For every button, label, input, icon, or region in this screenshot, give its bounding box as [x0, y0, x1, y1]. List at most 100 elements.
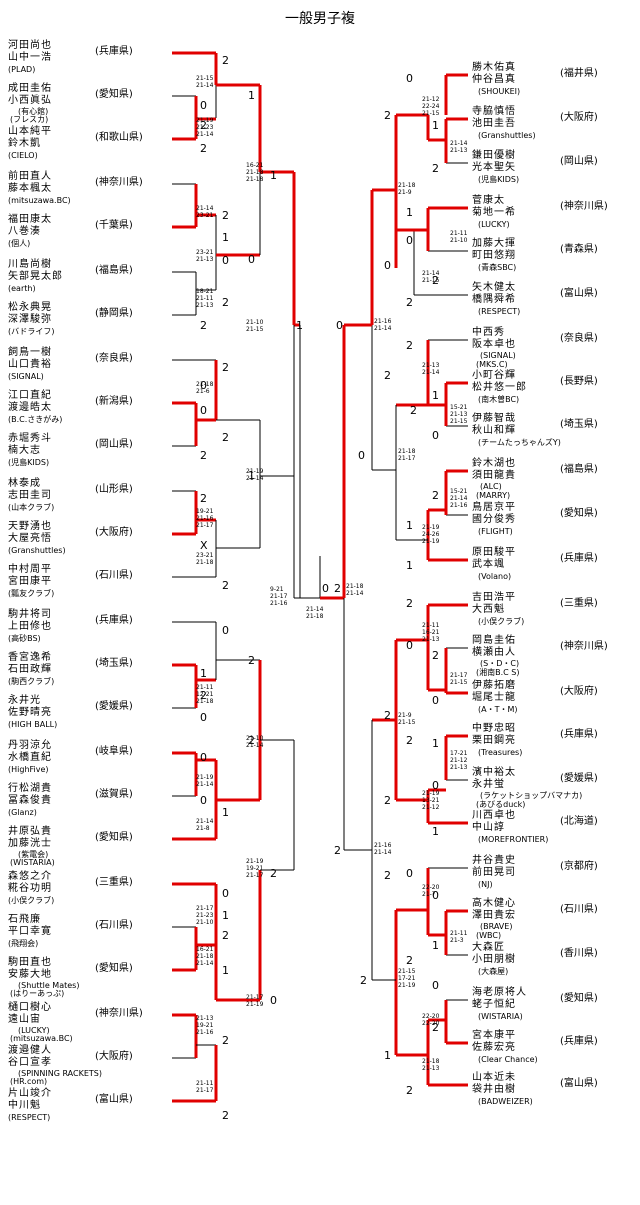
prefecture-label: (和歌山県) [95, 132, 143, 143]
match-result: 1 [296, 319, 303, 332]
match-result: 0 [222, 887, 229, 900]
match-result: X [200, 539, 208, 552]
player-name: 海老原将人 [472, 987, 527, 998]
prefecture-label: (石川県) [560, 904, 598, 915]
player-name: 渡邊皓太 [8, 402, 52, 413]
player-name: 深澤駿弥 [8, 314, 52, 325]
match-result: 1 [200, 667, 207, 680]
player-name: 須田龍貴 [472, 470, 516, 481]
match-result: 2 [248, 734, 255, 747]
match-result: 1 [406, 559, 413, 572]
prefecture-label: (神奈川県) [560, 201, 608, 212]
game-score: 22-20 21-7 [422, 884, 440, 898]
player-name: 冨森俊貴 [8, 795, 52, 806]
prefecture-label: (長野県) [560, 376, 598, 387]
prefecture-label: (新潟県) [95, 396, 133, 407]
match-result: 1 [248, 469, 255, 482]
player-name: 井原弘貴 [8, 826, 52, 837]
match-result: 2 [384, 369, 391, 382]
player-name: 佐藤宏亮 [472, 1042, 516, 1053]
club-name: (RESPECT) [8, 1113, 51, 1122]
player-name: 仲谷昌真 [472, 74, 516, 85]
player-name: 高木健心 [472, 898, 516, 909]
club-name: (Granshuttles) [478, 131, 536, 140]
club-name: (Glanz) [8, 808, 37, 817]
player-name: 加藤洸士 [8, 838, 52, 849]
club-name: (小俣クラブ) [8, 896, 55, 905]
game-score: 21-11 21-10 [450, 230, 468, 244]
club-name: (Clear Chance) [478, 1055, 538, 1064]
club-name: (PLAD) [8, 65, 36, 74]
club-name: (MKS.C) [476, 360, 508, 369]
prefecture-label: (大阪府) [95, 527, 133, 538]
game-score: 21-11 21-17 [196, 1080, 214, 1094]
player-name: 原田駿平 [472, 547, 516, 558]
match-result: 1 [432, 939, 439, 952]
prefecture-label: (静岡県) [95, 308, 133, 319]
game-score: 21-19 21-23 21-14 [196, 117, 214, 138]
match-result: 0 [200, 751, 207, 764]
page-title: 一般男子複 [285, 11, 355, 27]
prefecture-label: (京都府) [560, 861, 598, 872]
player-name: 中山諄 [472, 822, 505, 833]
game-score: 19-21 21-16 21-17 [196, 508, 214, 529]
club-name: (Shuttle Mates) [18, 981, 80, 990]
match-result: 0 [200, 379, 207, 392]
match-result: 0 [432, 889, 439, 902]
club-name: (FLIGHT) [478, 527, 513, 536]
club-name: (SIGNAL) [480, 351, 516, 360]
match-result: 2 [410, 404, 417, 417]
game-score: 21-18 21-13 [422, 1058, 440, 1072]
player-name: 駒田直也 [8, 957, 52, 968]
player-name: 片山竣介 [8, 1088, 52, 1099]
club-name: (LUCKY) [18, 1026, 50, 1035]
player-name: 寺脇慎悟 [472, 106, 516, 117]
game-score: 16-21 21-18 21-18 [246, 162, 264, 183]
club-name: (HR.com) [10, 1077, 48, 1086]
match-result: 1 [222, 964, 229, 977]
club-name: (Volano) [478, 572, 512, 581]
game-score: 21-17 21-15 [450, 672, 468, 686]
match-result: 1 [406, 206, 413, 219]
match-result: 2 [200, 319, 207, 332]
club-name: (SIGNAL) [8, 372, 44, 381]
game-score: 21-17 21-23 21-10 [196, 905, 214, 926]
player-name: 八巻湊 [8, 226, 41, 237]
player-name: 小田朋樹 [472, 954, 516, 965]
club-name: (ラケットショップバマナカ) [480, 791, 583, 800]
game-score: 21-18 21-14 [346, 583, 364, 597]
player-name: 澤田貴宏 [472, 910, 516, 921]
club-name: (南木曽BC) [478, 395, 520, 404]
prefecture-label: (福島県) [95, 265, 133, 276]
game-score: 23-21 21-13 [196, 249, 214, 263]
game-score: 21-16 21-14 [374, 318, 392, 332]
club-name: (チームたっちゃんズY) [478, 438, 561, 447]
game-score: 21-18 21-17 [398, 448, 416, 462]
club-name: (あびるduck) [476, 800, 526, 809]
player-name: 伊藤拓磨 [472, 680, 516, 691]
game-score: 18-21 21-11 21-13 [196, 288, 214, 309]
game-score: 9-21 21-17 21-16 [270, 586, 288, 607]
player-name: 町田悠翔 [472, 250, 516, 261]
game-score: 21-11 21-3 [450, 930, 468, 944]
player-name: 楠大志 [8, 445, 41, 456]
match-result: 2 [384, 109, 391, 122]
match-result: 0 [406, 234, 413, 247]
club-name: (NJ) [478, 880, 493, 889]
match-result: 2 [432, 489, 439, 502]
player-name: 駒井将司 [8, 609, 52, 620]
prefecture-label: (大阪府) [560, 686, 598, 697]
club-name: (WISTARIA) [10, 858, 55, 867]
club-name: (瓢友クラブ) [8, 589, 55, 598]
match-result: 2 [384, 869, 391, 882]
prefecture-label: (神奈川県) [95, 177, 143, 188]
player-name: 矢木健太 [472, 282, 516, 293]
game-score: 21-14 23-21 [196, 205, 214, 219]
match-result: 2 [406, 954, 413, 967]
club-name: (RESPECT) [478, 307, 521, 316]
club-name: (HIGH BALL) [8, 720, 58, 729]
match-result: 2 [222, 579, 229, 592]
player-name: 中川魁 [8, 1100, 41, 1111]
player-name: 阪本卓也 [472, 339, 516, 350]
